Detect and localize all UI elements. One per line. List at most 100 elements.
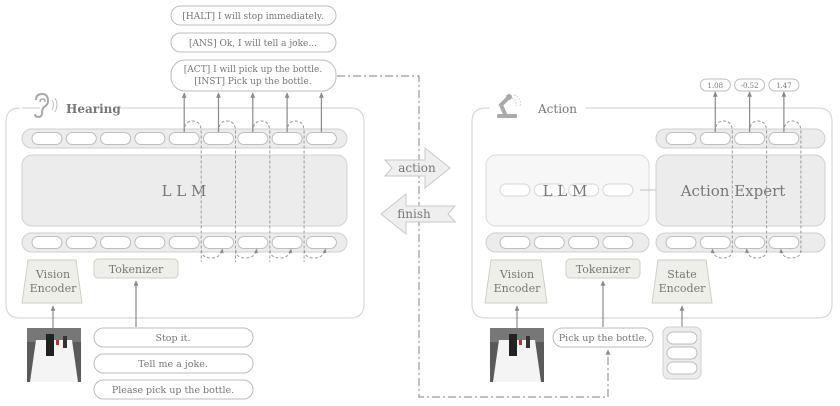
- token: [499, 183, 531, 197]
- token: [237, 132, 269, 145]
- hearing-panel: Hearing L L M Vision Encoder Tokenizer: [5, 92, 365, 330]
- action-instruction-text: Pick up the bottle.: [559, 333, 647, 344]
- action-switch-label: action: [398, 161, 436, 175]
- action-tokenizer: [565, 258, 641, 279]
- action-value-text: 1.08: [708, 82, 724, 90]
- finish-switch-arrow[interactable]: finish: [380, 192, 457, 236]
- action-value-pill: [734, 78, 766, 92]
- autoregressive-loop: [252, 120, 271, 262]
- hearing-output-arrows: [181, 92, 324, 132]
- handoff-connector: [337, 75, 611, 398]
- action-panel: Action L L M Action Expert Vision Encode…: [471, 94, 833, 330]
- hearing-scene-image: [27, 328, 81, 382]
- action-vision-encoder-label-2: Encoder: [494, 282, 541, 295]
- autoregressive-loop: [286, 120, 305, 262]
- token: [568, 183, 600, 197]
- ear-icon: [34, 92, 58, 119]
- hearing-input-list: Stop it. Tell me a joke. Please pick up …: [93, 327, 254, 400]
- input-prompt-text: Tell me a joke.: [138, 359, 208, 370]
- token: [699, 132, 731, 145]
- hearing-vision-encoder-label-2: Encoder: [30, 282, 77, 295]
- action-output-values: 1.08 -0.52 1.47: [699, 78, 800, 132]
- robot-state-stack: [662, 326, 702, 380]
- token: [237, 236, 269, 249]
- token: [665, 236, 697, 249]
- token: [31, 236, 63, 249]
- hearing-tokenizer-label: Tokenizer: [109, 263, 164, 276]
- token: [499, 236, 531, 249]
- token: [768, 236, 800, 249]
- output-response-text: [HALT] I will stop immediately.: [182, 12, 323, 22]
- action-title: Action: [537, 102, 577, 116]
- token: [665, 132, 697, 145]
- input-prompt-text: Stop it.: [155, 333, 190, 344]
- token: [65, 236, 97, 249]
- input-prompt[interactable]: [93, 379, 254, 400]
- hearing-tokenizer: [93, 258, 179, 279]
- token: [168, 132, 200, 145]
- token: [533, 236, 565, 249]
- feedback-loop: [201, 248, 224, 259]
- token: [768, 132, 800, 145]
- action-value-text: -0.52: [741, 82, 759, 90]
- token: [168, 236, 200, 249]
- input-prompt-text: Please pick up the bottle.: [112, 385, 234, 396]
- input-prompt[interactable]: [93, 353, 254, 374]
- feedback-loop: [235, 248, 258, 259]
- hearing-llm-label: L L M: [162, 182, 207, 200]
- autoregressive-loop: [218, 120, 236, 262]
- hearing-title: Hearing: [66, 102, 121, 116]
- action-value-pill: [768, 78, 800, 92]
- token: [31, 132, 63, 145]
- token: [203, 132, 234, 145]
- input-prompt[interactable]: [93, 327, 254, 348]
- state-encoder-label-2: Encoder: [659, 282, 706, 295]
- token: [65, 132, 97, 145]
- action-value-text: 1.47: [776, 82, 792, 90]
- autoregressive-loop: [183, 120, 202, 262]
- action-expert-block: [655, 154, 826, 227]
- output-response-text: [INST] Pick up the bottle.: [194, 77, 311, 87]
- feedback-loop: [303, 248, 327, 259]
- action-vision-encoder: [484, 259, 548, 304]
- output-response: [170, 5, 337, 26]
- output-response: [170, 59, 337, 92]
- token: [568, 236, 600, 249]
- token: [305, 236, 337, 249]
- output-response-text: [ANS] Ok, I will tell a joke...: [189, 39, 317, 49]
- feedback-loop: [269, 248, 293, 259]
- token: [134, 236, 166, 249]
- token: [533, 183, 565, 197]
- action-loop: [749, 120, 768, 252]
- token: [100, 236, 132, 249]
- robot-arm-icon: [497, 94, 521, 118]
- hearing-llm-block: [21, 154, 348, 227]
- action-value-pill: [699, 78, 731, 92]
- action-tokenizer-label: Tokenizer: [576, 263, 631, 276]
- action-instruction-pill[interactable]: [552, 327, 654, 348]
- state-encoder-label-1: State: [667, 268, 696, 281]
- state-encoder: [651, 259, 713, 304]
- token: [203, 236, 234, 249]
- token: [271, 132, 303, 145]
- hearing-output-list: [HALT] I will stop immediately. [ANS] Ok…: [170, 5, 337, 92]
- token: [134, 132, 166, 145]
- token: [734, 236, 766, 249]
- action-scene-image: [490, 328, 544, 382]
- output-response-text: [ACT] I will pick up the bottle.: [184, 65, 323, 75]
- output-response: [170, 32, 337, 53]
- finish-switch-label: finish: [397, 207, 431, 221]
- hearing-vision-encoder: [21, 259, 83, 304]
- action-loop: [714, 120, 733, 252]
- token: [699, 236, 731, 249]
- action-loop: [783, 120, 802, 252]
- token: [271, 236, 303, 249]
- action-switch-arrow[interactable]: action: [383, 146, 451, 190]
- hearing-vision-encoder-label-1: Vision: [35, 268, 70, 281]
- token: [602, 236, 634, 249]
- action-vision-encoder-label-1: Vision: [499, 268, 534, 281]
- token: [305, 132, 337, 145]
- action-llm-label: L L M: [543, 182, 588, 200]
- token: [602, 183, 634, 197]
